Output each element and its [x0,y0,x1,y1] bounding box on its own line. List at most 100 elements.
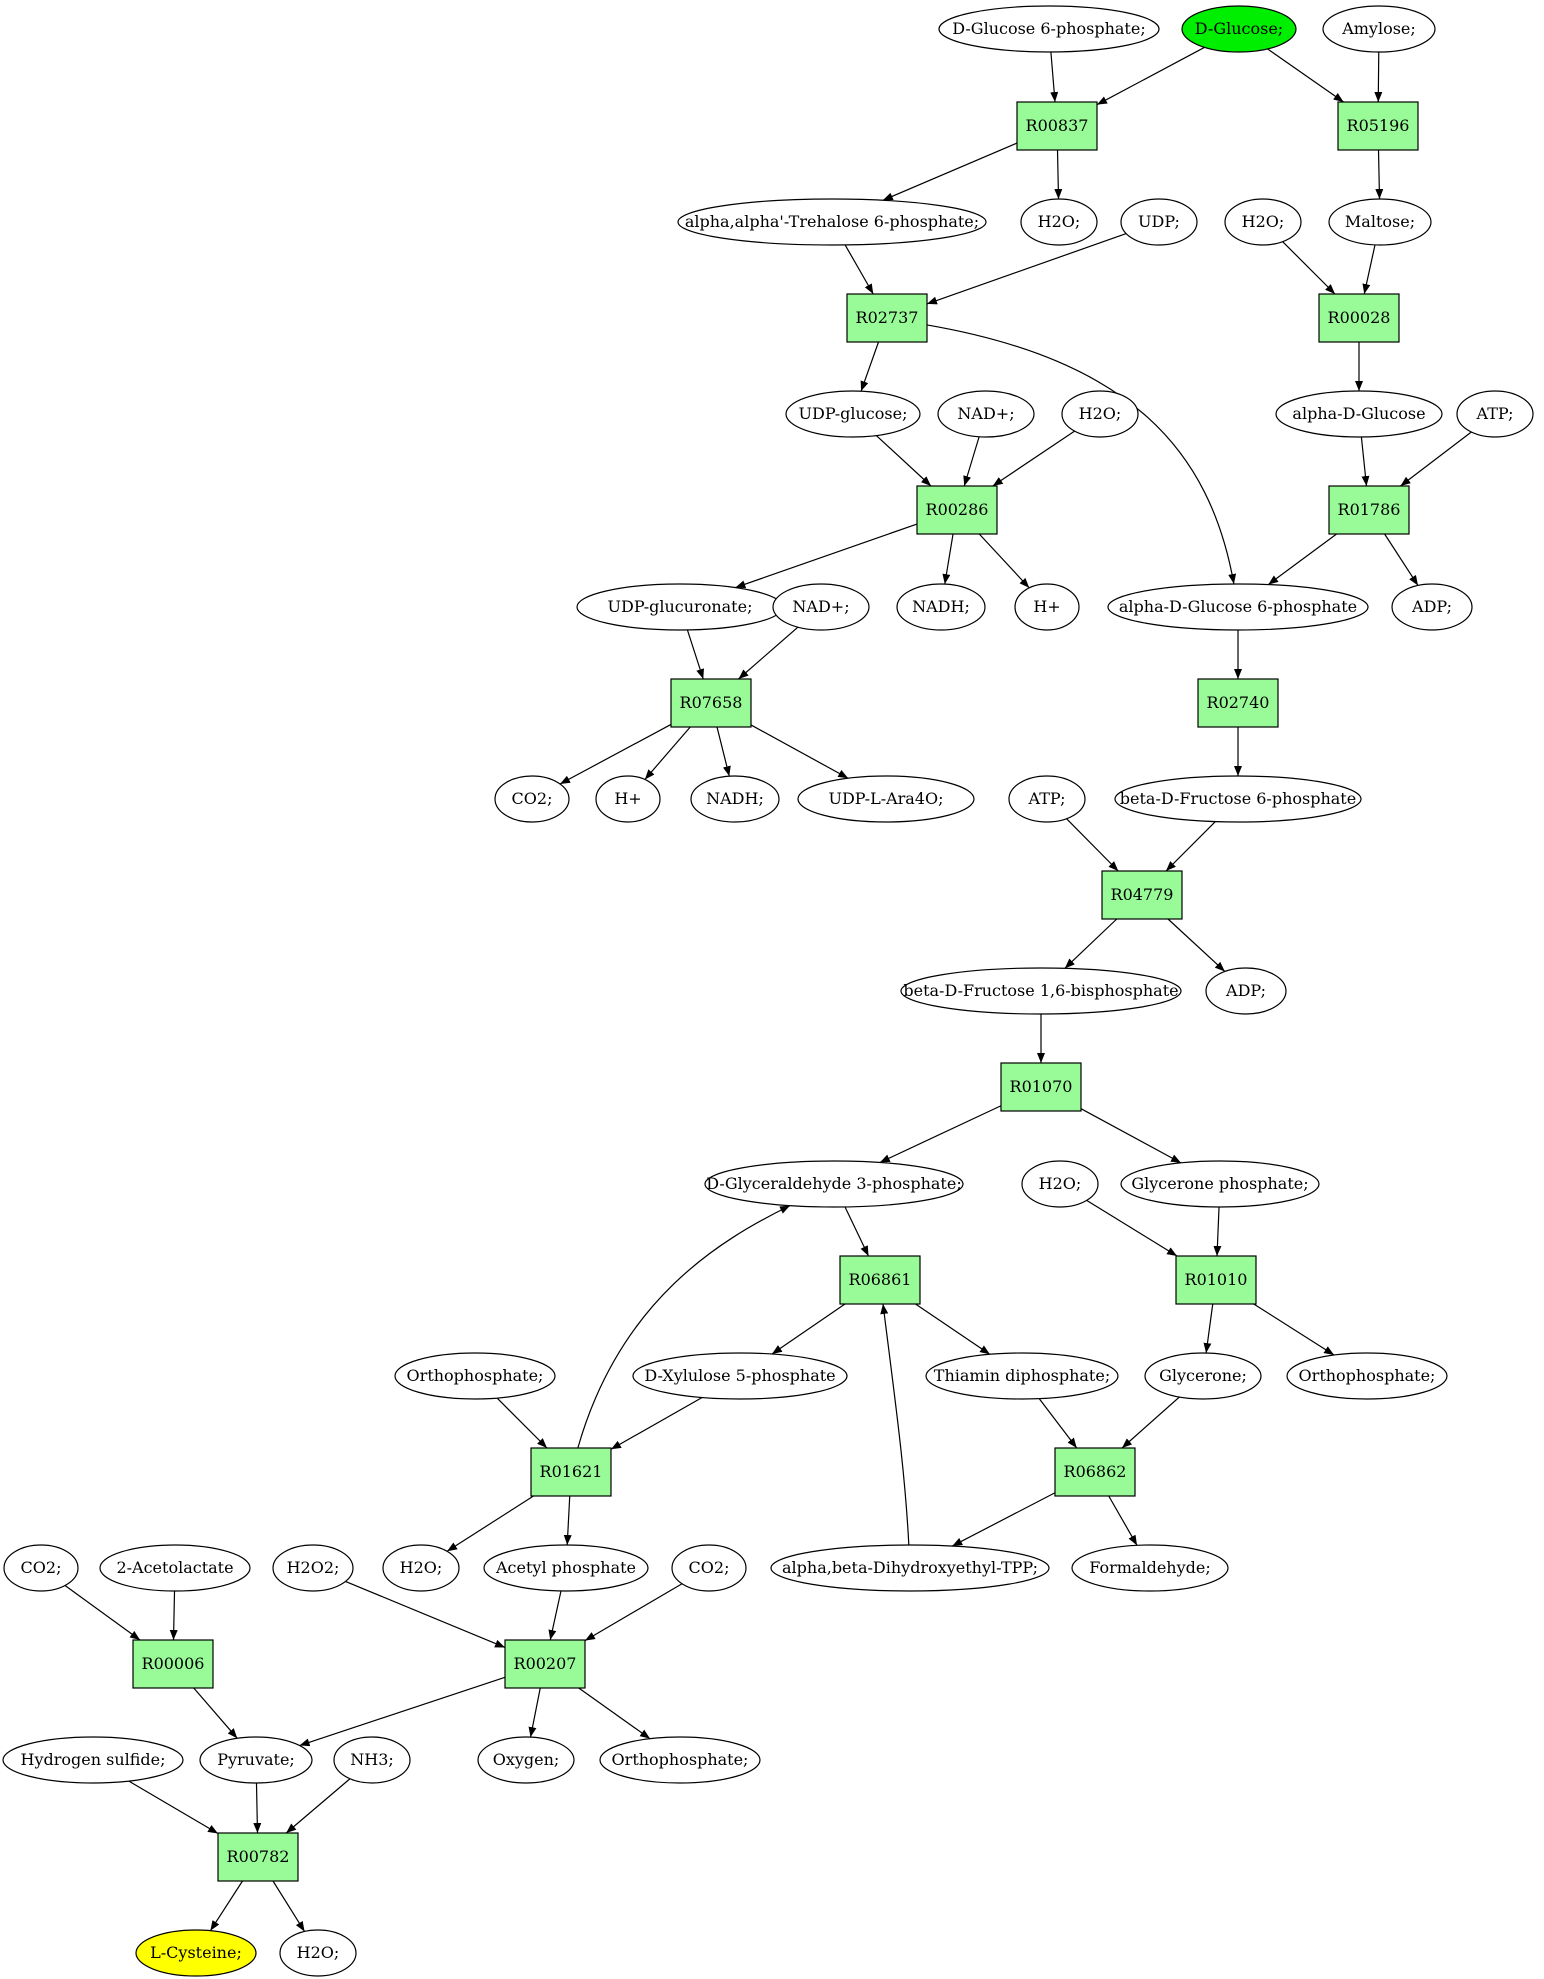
compound-node-glycerone[interactable]: Glycerone; [1144,1352,1262,1400]
compound-node-adp-2[interactable]: ADP; [1205,967,1287,1015]
reaction-box [846,293,928,343]
compound-node-t6p[interactable]: alpha,alpha'-Trehalose 6-phosphate; [677,198,987,246]
reaction-node-r02740[interactable]: R02740 [1197,678,1279,728]
compound-ellipse [1120,1160,1320,1208]
compound-node-pyr[interactable]: Pyruvate; [199,1736,313,1784]
reaction-node-r00782[interactable]: R00782 [217,1832,299,1882]
reaction-box [839,1255,921,1305]
edge-r02737-to-c_adg6p [926,324,1237,585]
compound-label: beta-D-Fructose 6-phosphate [1120,789,1356,808]
reaction-node-r05196[interactable]: R05196 [1337,101,1419,151]
compound-node-atp-1[interactable]: ATP; [1456,390,1534,438]
compound-node-pi-1[interactable]: Orthophosphate; [394,1352,556,1400]
compound-node-h2o-1[interactable]: H2O; [1020,198,1098,246]
reaction-label: R02737 [856,308,919,327]
reaction-node-r00028[interactable]: R00028 [1318,293,1400,343]
edge-r01621-to-c_acp [563,1495,572,1546]
compound-node-fbp[interactable]: beta-D-Fructose 1,6-bisphosphate [900,967,1182,1015]
edge-r06861-to-c_tpp [915,1303,991,1355]
edge-r01621-to-c_h2o_5 [446,1495,534,1552]
edge-r01786-to-c_adp_1 [1384,533,1419,586]
compound-ellipse [900,967,1182,1015]
compound-node-adglc[interactable]: alpha-D-Glucose [1275,390,1443,438]
compound-label: ADP; [1225,981,1266,1000]
compound-node-udpara[interactable]: UDP-L-Ara4O; [797,775,975,823]
compound-node-hcho[interactable]: Formaldehyde; [1071,1544,1229,1592]
compound-node-h2o-5[interactable]: H2O; [382,1544,460,1592]
compound-node-pi-2[interactable]: Orthophosphate; [1286,1352,1448,1400]
edge-r00782-to-c_cys [209,1880,244,1931]
compound-node-dhetpp[interactable]: alpha,beta-Dihydroxyethyl-TPP; [770,1544,1050,1592]
compound-ellipse [333,1736,411,1784]
compound-node-h-1[interactable]: H+ [1014,583,1080,631]
compound-label: Orthophosphate; [1299,1366,1436,1385]
reaction-node-r07658[interactable]: R07658 [670,678,752,728]
edge-c_maltose-to-r00028 [1362,244,1376,295]
compound-node-co2-3[interactable]: CO2; [671,1544,747,1592]
compound-node-adg6p[interactable]: alpha-D-Glucose 6-phosphate [1107,583,1369,631]
edge-r00006-to-c_pyr [193,1687,238,1739]
reaction-node-r04779[interactable]: R04779 [1101,870,1183,920]
compound-node-tpp[interactable]: Thiamin diphosphate; [925,1352,1119,1400]
edge-c_h2o_4-to-r01010 [1086,1199,1178,1257]
compound-node-h2o-3[interactable]: H2O; [1061,390,1139,438]
compound-label: H2O; [1039,1174,1082,1193]
compound-node-adp-1[interactable]: ADP; [1391,583,1473,631]
compound-node-h2s[interactable]: Hydrogen sulfide; [2,1736,184,1784]
compound-ellipse [99,1544,251,1592]
compound-node-h2o2[interactable]: H2O2; [272,1544,354,1592]
compound-node-nh3[interactable]: NH3; [333,1736,411,1784]
compound-node-pi-3[interactable]: Orthophosphate; [599,1736,761,1784]
edge-r00837-to-c_h2o_1 [1054,149,1063,200]
compound-ellipse [690,775,780,823]
compound-node-acp[interactable]: Acetyl phosphate [483,1544,649,1592]
compound-node-nadh-2[interactable]: NADH; [690,775,780,823]
compound-label: ADP; [1411,597,1452,616]
compound-node-o2[interactable]: Oxygen; [477,1736,575,1784]
compound-node-gap[interactable]: D-Glyceraldehyde 3-phosphate; [704,1160,964,1208]
reaction-node-r06861[interactable]: R06861 [839,1255,921,1305]
edge-r01786-to-c_adg6p [1267,533,1337,586]
compound-node-x5p[interactable]: D-Xylulose 5-phosphate [632,1352,848,1400]
compound-node-h2o-6[interactable]: H2O; [279,1929,357,1977]
compound-node-co2-1[interactable]: CO2; [494,775,570,823]
compound-node-bdf6p[interactable]: beta-D-Fructose 6-phosphate [1114,775,1362,823]
reaction-node-r02737[interactable]: R02737 [846,293,928,343]
compound-label: Orthophosphate; [407,1366,544,1385]
compound-label: H+ [614,789,641,808]
compound-node-co2-2[interactable]: CO2; [3,1544,79,1592]
edge-r07658-to-c_nadh_2 [716,726,731,777]
compound-node-udpgluc[interactable]: UDP-glucuronate; [576,583,784,631]
reaction-node-r01621[interactable]: R01621 [530,1447,612,1497]
compound-node-g6p[interactable]: D-Glucose 6-phosphate; [938,5,1160,53]
compound-node-udpglc[interactable]: UDP-glucose; [785,390,921,438]
reaction-node-r01010[interactable]: R01010 [1175,1255,1257,1305]
reaction-node-r01070[interactable]: R01070 [1000,1062,1082,1112]
compound-node-acl[interactable]: 2-Acetolactate [99,1544,251,1592]
compound-node-dhap[interactable]: Glycerone phosphate; [1120,1160,1320,1208]
edge-c_atp_2-to-r04779 [1066,818,1119,872]
compound-node-amylose[interactable]: Amylose; [1322,5,1436,53]
edge-r02737-to-c_udpglc [860,341,880,392]
compound-node-h-2[interactable]: H+ [595,775,661,823]
compound-node-h2o-4[interactable]: H2O; [1021,1160,1099,1208]
compound-node-atp-2[interactable]: ATP; [1008,775,1086,823]
reaction-node-r00207[interactable]: R00207 [504,1639,586,1689]
compound-ellipse [1114,775,1362,823]
reaction-node-r00286[interactable]: R00286 [916,485,998,535]
reaction-node-r00006[interactable]: R00006 [132,1639,214,1689]
compound-node-maltose[interactable]: Maltose; [1328,198,1432,246]
compound-label: Amylose; [1341,19,1416,38]
compound-node-cys[interactable]: L-Cysteine; [135,1929,257,1977]
reaction-node-r00837[interactable]: R00837 [1016,101,1098,151]
compound-node-glc[interactable]: D-Glucose; [1181,5,1297,53]
compound-node-h2o-2[interactable]: H2O; [1224,198,1302,246]
reaction-node-r06862[interactable]: R06862 [1054,1447,1136,1497]
edge-r07658-to-c_co2_1 [559,723,672,785]
reaction-node-r01786[interactable]: R01786 [1328,485,1410,535]
reaction-label: R06862 [1064,1462,1127,1481]
compound-node-nad-1[interactable]: NAD+; [937,390,1035,438]
compound-node-nad-2[interactable]: NAD+; [772,583,870,631]
compound-node-nadh-1[interactable]: NADH; [896,583,986,631]
compound-node-udp-1[interactable]: UDP; [1120,198,1198,246]
